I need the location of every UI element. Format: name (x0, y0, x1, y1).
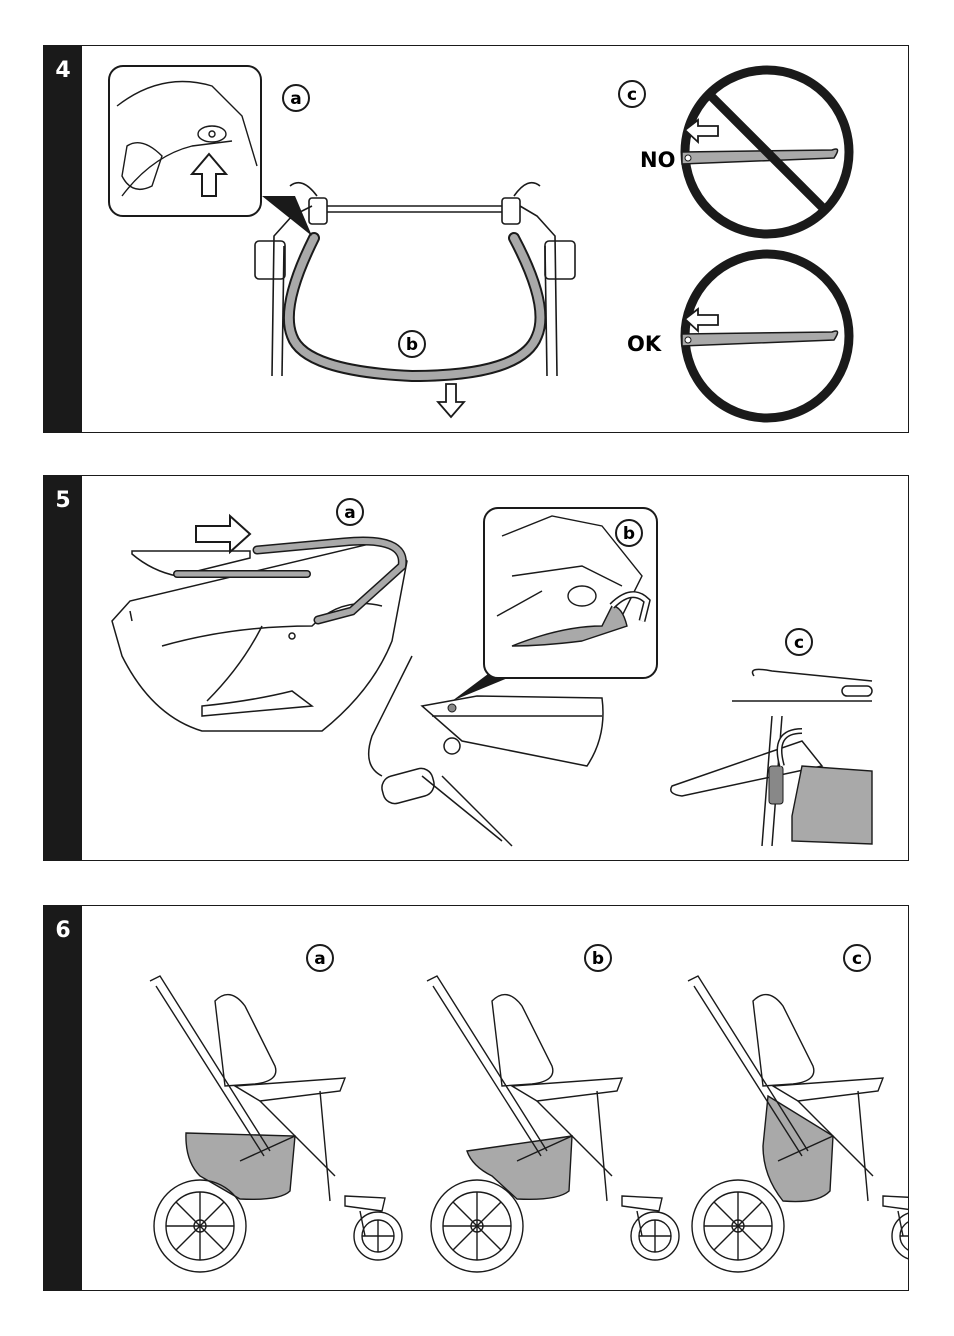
step-4-illustration: a b c NO OK (82, 46, 908, 432)
step-6-number: 6 (44, 918, 82, 943)
stroller-a (150, 976, 402, 1272)
stroller-b (427, 976, 679, 1272)
step-6-illustration: a b c (82, 906, 908, 1290)
step-4-label-c: c (627, 85, 637, 105)
ok-text: OK (627, 332, 662, 356)
step-6-label-a: a (314, 949, 325, 969)
step-5-strip: 5 (44, 476, 82, 860)
step-4-label-a: a (290, 89, 301, 109)
step-5-label-c: c (794, 633, 804, 653)
stroller-c (688, 976, 908, 1272)
step-5-label-b: b (623, 524, 635, 544)
step-6-label-c: c (852, 949, 862, 969)
step-4-number: 4 (44, 58, 82, 83)
step-4-panel: 4 (43, 45, 909, 433)
step-4-strip: 4 (44, 46, 82, 432)
step-5-label-a: a (344, 503, 355, 523)
step-5-panel: 5 a (43, 475, 909, 861)
step-6-panel: 6 (43, 905, 909, 1291)
step-6-strip: 6 (44, 906, 82, 1290)
step-6-label-b: b (592, 949, 604, 969)
step-5-number: 5 (44, 488, 82, 513)
step-4-label-b: b (406, 335, 418, 355)
no-text: NO (640, 148, 675, 172)
step-5-illustration: a b c (82, 476, 908, 860)
